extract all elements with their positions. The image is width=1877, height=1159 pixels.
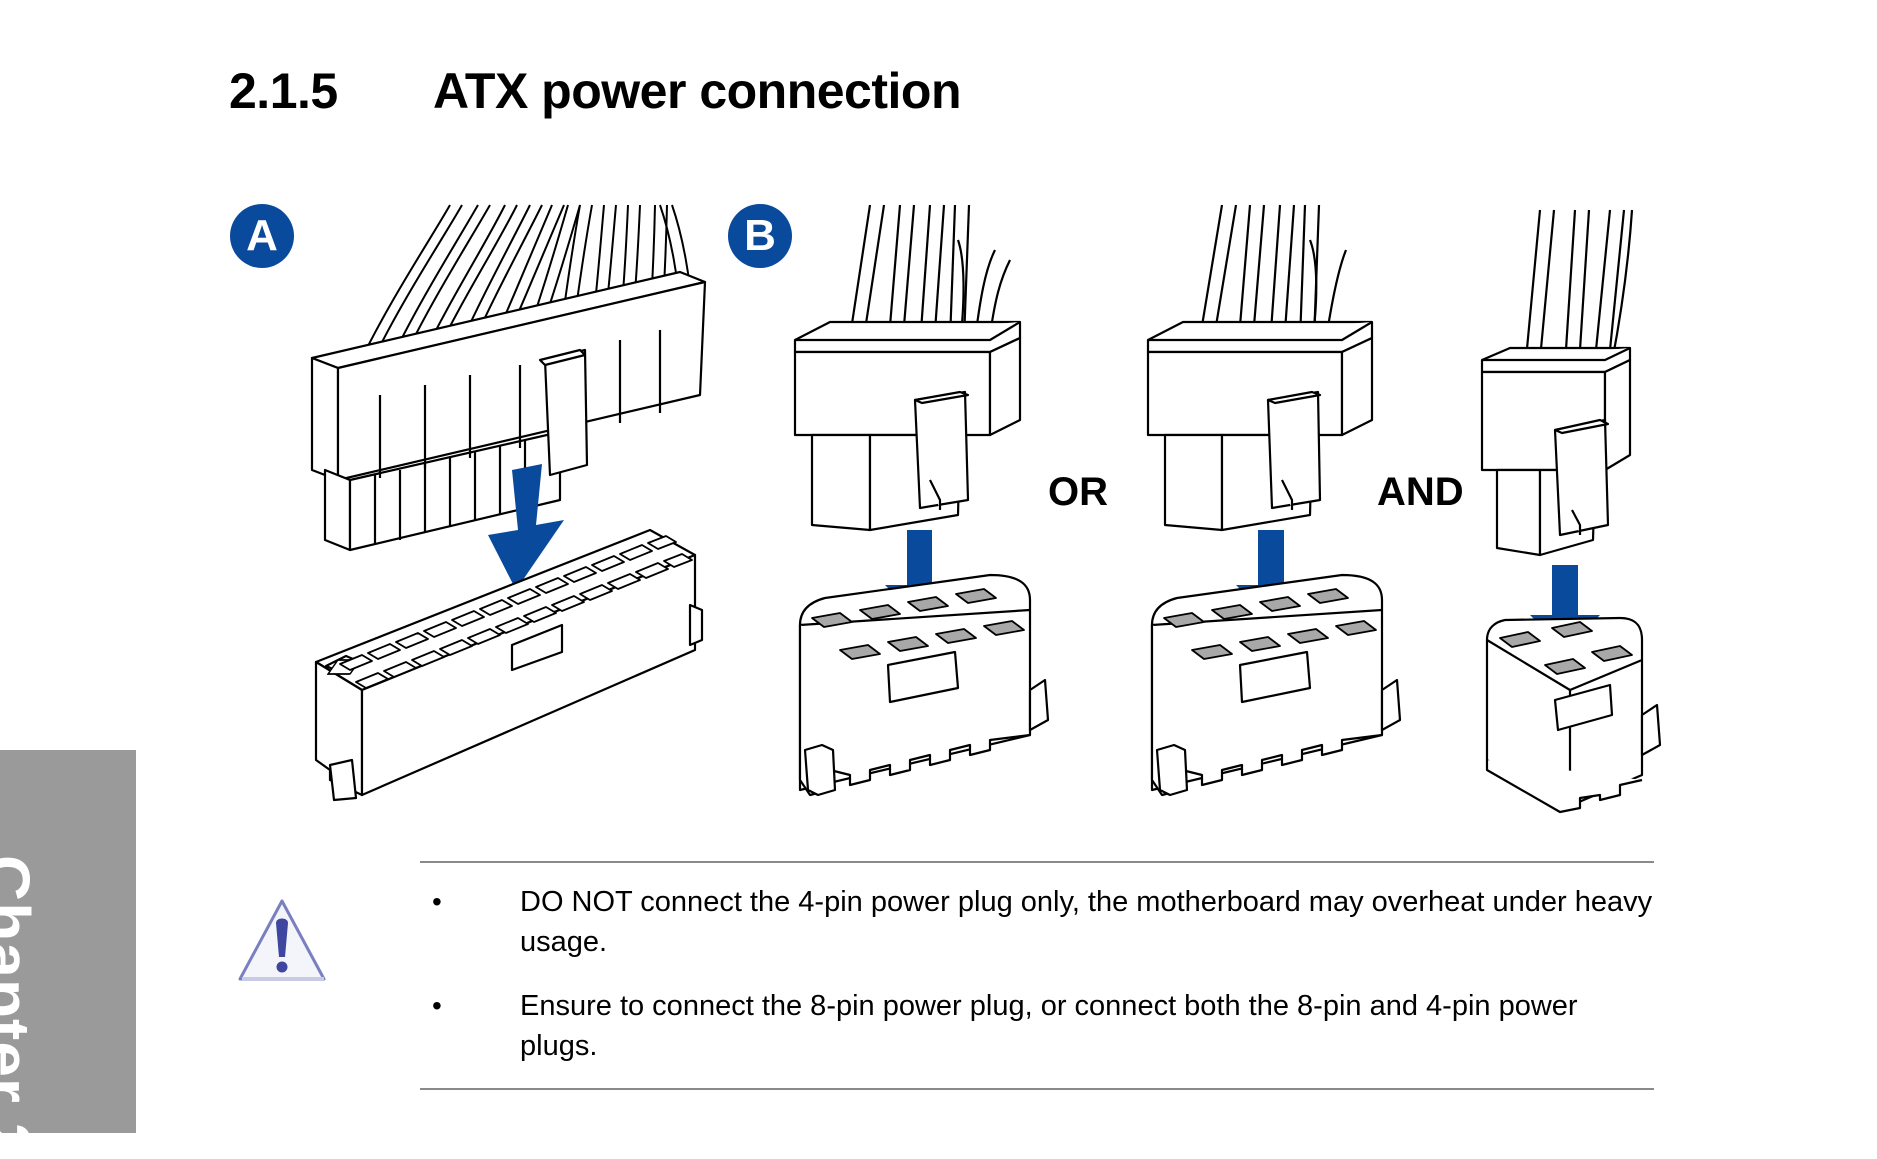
- atx-24pin-header: [314, 528, 704, 802]
- eps-8pin-header-1: [798, 573, 1050, 797]
- chapter-tab-label: Chapter 2: [0, 855, 43, 1159]
- bullet: •: [432, 886, 442, 917]
- atx-4pin-plug: [1480, 209, 1634, 557]
- list-item: • DO NOT connect the 4-pin power plug on…: [420, 882, 1660, 962]
- eps-8pin-plug-2: [1146, 204, 1374, 532]
- atx-4pin-header: [1485, 616, 1662, 814]
- chapter-tab: [0, 750, 136, 1133]
- eps-8pin-header-2: [1150, 573, 1402, 797]
- figure-label-a: A: [230, 204, 294, 268]
- insert-arrow-a: [488, 464, 564, 590]
- eps-8pin-plug-1: [793, 204, 1022, 532]
- bullet: •: [432, 990, 442, 1021]
- figure-label-b: B: [728, 204, 792, 268]
- list-item: • Ensure to connect the 8-pin power plug…: [420, 986, 1660, 1066]
- warning-note-text: Ensure to connect the 8-pin power plug, …: [520, 990, 1578, 1062]
- atx-24pin-plug: [310, 204, 707, 552]
- warning-note-text: DO NOT connect the 4-pin power plug only…: [520, 886, 1653, 958]
- atx-connection-illustration: [310, 204, 1662, 814]
- divider-top: [420, 861, 1654, 863]
- warning-triangle-icon: [238, 899, 326, 981]
- section-number: 2.1.5: [229, 63, 338, 119]
- divider-bottom: [420, 1088, 1654, 1090]
- or-label: OR: [1048, 470, 1108, 514]
- section-title: ATX power connection: [433, 63, 962, 119]
- warning-notes: • DO NOT connect the 4-pin power plug on…: [420, 882, 1660, 1090]
- and-label: AND: [1377, 470, 1464, 514]
